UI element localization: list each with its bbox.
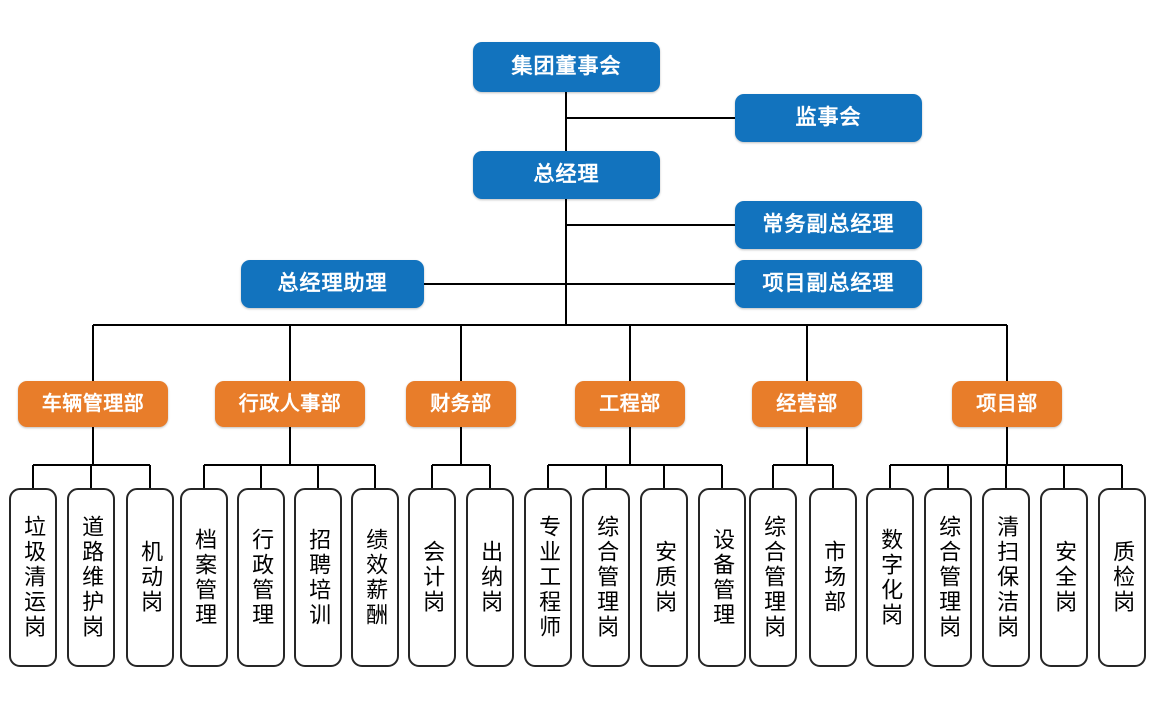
node-position-market-department[interactable]: 市场部	[809, 488, 857, 667]
node-position-records-management[interactable]: 档案管理	[180, 488, 228, 667]
node-position-quality-inspection[interactable]: 质检岗	[1098, 488, 1146, 667]
node-department-project[interactable]: 项目部	[952, 381, 1062, 427]
node-position-performance-compensation[interactable]: 绩效薪酬	[351, 488, 399, 667]
node-position-equipment-management[interactable]: 设备管理	[698, 488, 746, 667]
node-gm-assistant[interactable]: 总经理助理	[241, 260, 424, 308]
node-position-motor-pool[interactable]: 机动岗	[126, 488, 174, 667]
node-general-manager[interactable]: 总经理	[473, 151, 660, 199]
node-department-operations[interactable]: 经营部	[752, 381, 862, 427]
node-department-vehicle-management[interactable]: 车辆管理部	[18, 381, 168, 427]
node-project-vice-president[interactable]: 项目副总经理	[735, 260, 922, 308]
node-position-administration[interactable]: 行政管理	[237, 488, 285, 667]
node-department-engineering[interactable]: 工程部	[575, 381, 685, 427]
node-position-recruiting-training[interactable]: 招聘培训	[294, 488, 342, 667]
node-board-of-directors[interactable]: 集团董事会	[473, 42, 660, 92]
node-position-safety[interactable]: 安全岗	[1040, 488, 1088, 667]
node-position-safety-quality[interactable]: 安质岗	[640, 488, 688, 667]
node-position-digitalization[interactable]: 数字化岗	[866, 488, 914, 667]
node-position-professional-engineer[interactable]: 专业工程师	[524, 488, 572, 667]
node-department-admin-hr[interactable]: 行政人事部	[215, 381, 365, 427]
node-position-cashier[interactable]: 出纳岗	[466, 488, 514, 667]
node-position-road-maintenance[interactable]: 道路维护岗	[67, 488, 115, 667]
node-position-operations-general-management[interactable]: 综合管理岗	[749, 488, 797, 667]
node-position-accounting[interactable]: 会计岗	[408, 488, 456, 667]
node-supervisory-board[interactable]: 监事会	[735, 94, 922, 142]
node-position-waste-transport[interactable]: 垃圾清运岗	[9, 488, 57, 667]
node-executive-vice-president[interactable]: 常务副总经理	[735, 201, 922, 249]
node-position-project-general-management[interactable]: 综合管理岗	[924, 488, 972, 667]
node-position-cleaning-sanitation[interactable]: 清扫保洁岗	[982, 488, 1030, 667]
node-position-engineering-general-management[interactable]: 综合管理岗	[582, 488, 630, 667]
node-department-finance[interactable]: 财务部	[406, 381, 516, 427]
